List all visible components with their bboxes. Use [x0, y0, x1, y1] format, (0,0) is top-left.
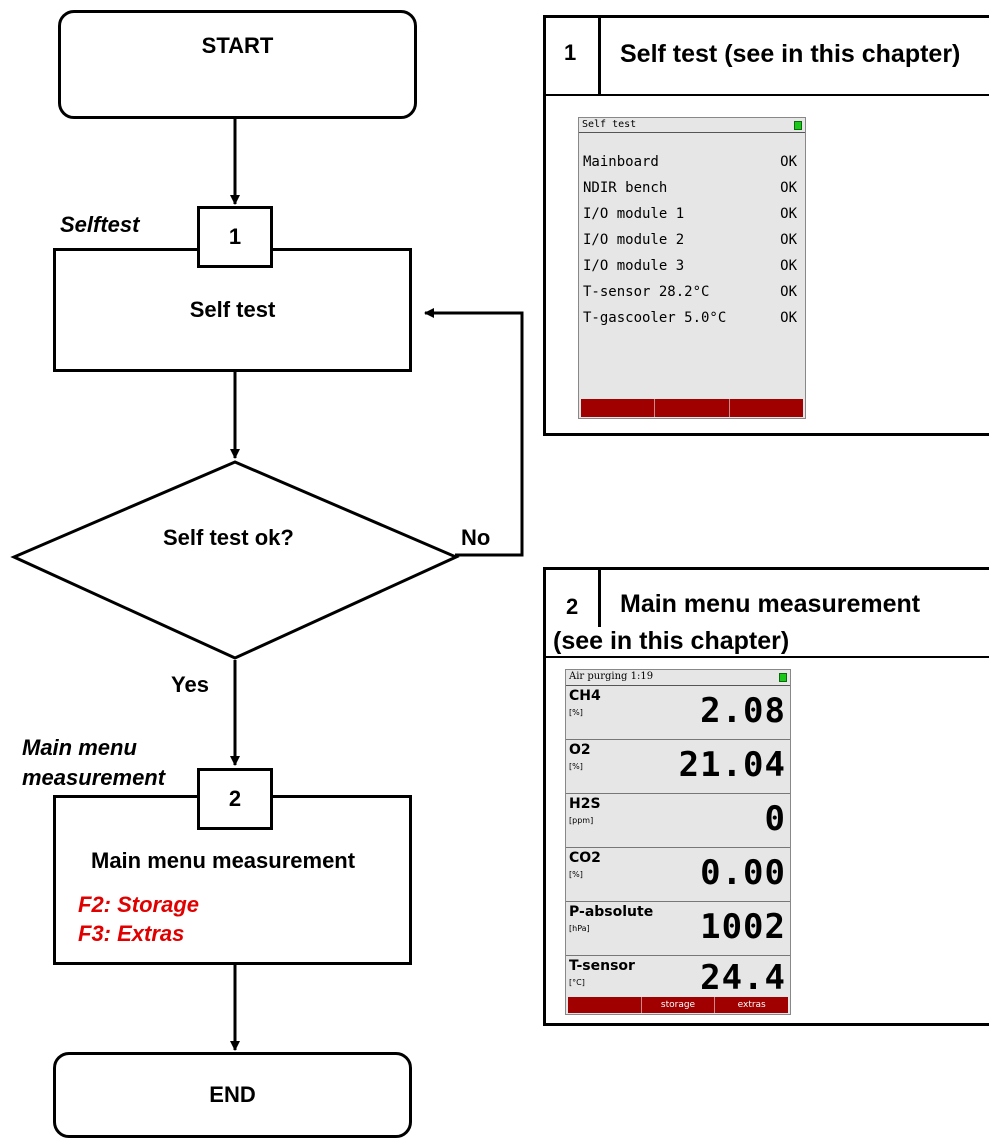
selftest-box-label: Self test: [189, 297, 276, 322]
measurement-row-ch4: CH4 [%] 2.08: [566, 685, 790, 740]
row-name: NDIR bench: [583, 180, 668, 196]
panel1-frame: [543, 15, 989, 436]
row-status: OK: [780, 232, 797, 248]
measurement-value: 1002: [700, 907, 786, 947]
selftest-softkey-bar: [581, 399, 803, 417]
main-caption-line1: Main menu: [22, 735, 137, 760]
panel2-number-divider: [598, 567, 601, 627]
row-status: OK: [780, 154, 797, 170]
measurement-screen-title: Air purging 1:19: [569, 671, 654, 682]
decision-label: Self test ok?: [163, 525, 294, 550]
selftest-screen-separator: [579, 132, 805, 133]
panel1-divider: [543, 94, 989, 96]
selftest-row: I/O module 1 OK: [583, 206, 801, 226]
step2-number: 2: [228, 786, 242, 811]
status-led-icon: [779, 673, 787, 682]
measurement-screen: Air purging 1:19 CH4 [%] 2.08 O2 [%] 21.…: [565, 669, 791, 1015]
row-status: OK: [780, 310, 797, 326]
panel2-divider: [543, 656, 989, 658]
measurement-unit: [%]: [569, 870, 583, 879]
row-name: Mainboard: [583, 154, 659, 170]
yes-label: Yes: [171, 672, 209, 697]
softkey-storage[interactable]: storage: [642, 997, 716, 1013]
panel2-frame: [543, 567, 989, 1026]
measurement-unit: [hPa]: [569, 924, 590, 933]
step1-number-box: 1: [197, 206, 273, 268]
selftest-row: I/O module 2 OK: [583, 232, 801, 252]
row-status: OK: [780, 180, 797, 196]
selftest-row: T-sensor 28.2°C OK: [583, 284, 801, 304]
measurement-unit: [%]: [569, 708, 583, 717]
row-name: I/O module 2: [583, 232, 685, 248]
measurement-name: CH4: [569, 688, 601, 704]
measurement-name: P-absolute: [569, 904, 654, 920]
measurement-name: T-sensor: [569, 958, 635, 974]
status-led-icon: [794, 121, 802, 130]
row-name: I/O module 3: [583, 258, 685, 274]
softkey-f1[interactable]: [581, 399, 656, 417]
measurement-value: 0: [764, 799, 786, 839]
row-status: OK: [780, 206, 797, 222]
measurement-value: 2.08: [700, 691, 786, 731]
row-status: OK: [780, 258, 797, 274]
measurement-value: 21.04: [678, 745, 786, 785]
start-label: START: [201, 33, 274, 58]
no-label: No: [461, 525, 491, 550]
softkey-f3[interactable]: [730, 399, 803, 417]
softkey-f1[interactable]: [568, 997, 642, 1013]
softkey-f2[interactable]: [655, 399, 730, 417]
row-name: T-sensor 28.2°C: [583, 284, 710, 300]
start-terminator: START: [58, 10, 417, 119]
row-name: T-gascooler 5.0°C: [583, 310, 727, 326]
panel1-number-divider: [598, 15, 601, 95]
measurement-value: 0.00: [700, 853, 786, 893]
step1-number: 1: [228, 224, 242, 249]
decision-diamond: [10, 460, 460, 660]
measurement-row-o2: O2 [%] 21.04: [566, 739, 790, 794]
arrow-no-loop: [424, 308, 524, 557]
main-caption-line2: measurement: [22, 765, 166, 790]
f3-extras-label: F3: Extras: [78, 921, 185, 946]
measurement-name: H2S: [569, 796, 601, 812]
end-label: END: [209, 1082, 256, 1107]
f2-storage-label: F2: Storage: [78, 892, 200, 917]
selftest-row: I/O module 3 OK: [583, 258, 801, 278]
measurement-name: O2: [569, 742, 591, 758]
measurement-unit: [ppm]: [569, 816, 594, 825]
measurement-row-co2: CO2 [%] 0.00: [566, 847, 790, 902]
panel1-title: Self test (see in this chapter): [620, 40, 961, 68]
softkey-extras[interactable]: extras: [737, 1000, 766, 1010]
measurement-unit: [%]: [569, 762, 583, 771]
measurement-softkey-bar: storage extras: [568, 997, 788, 1013]
selftest-row: Mainboard OK: [583, 154, 801, 174]
measurement-value: 24.4: [700, 958, 786, 998]
step2-number-box: 2: [197, 768, 273, 830]
selftest-screen-title: Self test: [582, 119, 637, 130]
measurement-name: CO2: [569, 850, 601, 866]
measurement-unit: [°C]: [569, 978, 585, 987]
panel1-number: 1: [564, 40, 577, 65]
measurement-row-h2s: H2S [ppm] 0: [566, 793, 790, 848]
row-name: I/O module 1: [583, 206, 685, 222]
panel2-title-line1: Main menu measurement: [620, 590, 921, 618]
selftest-row: T-gascooler 5.0°C OK: [583, 310, 801, 330]
row-status: OK: [780, 284, 797, 300]
selftest-row: NDIR bench OK: [583, 180, 801, 200]
selftest-caption: Selftest: [60, 212, 140, 237]
end-terminator: END: [53, 1052, 412, 1138]
measurement-row-p-absolute: P-absolute [hPa] 1002: [566, 901, 790, 956]
panel2-title-line2: (see in this chapter): [553, 627, 790, 655]
measurement-row-t-sensor: T-sensor [°C] 24.4: [566, 955, 790, 998]
main-box-label: Main menu measurement: [91, 848, 356, 873]
panel2-number: 2: [566, 594, 579, 619]
